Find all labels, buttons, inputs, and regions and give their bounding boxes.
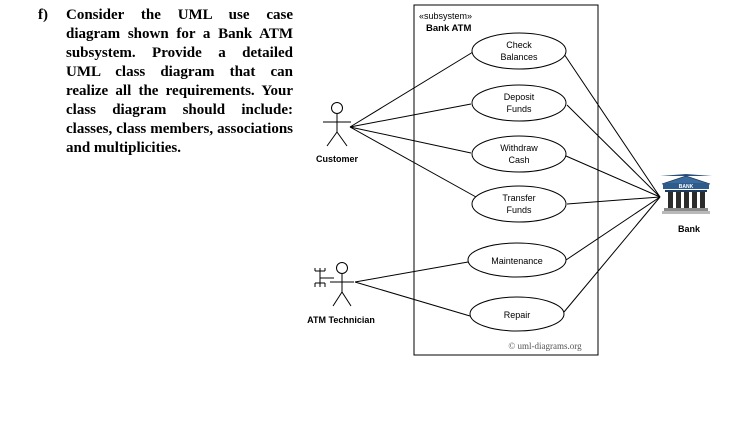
use-case-check-balances: Check Balances	[471, 32, 567, 70]
assoc-customer-transfer	[349, 126, 477, 198]
use-case-label: Repair	[504, 310, 531, 320]
watermark: © uml-diagrams.org	[508, 341, 582, 351]
use-case-transfer-funds: Transfer Funds	[471, 185, 567, 223]
use-case-deposit-funds: Deposit Funds	[471, 84, 567, 122]
assoc-bank-transfer	[566, 196, 661, 205]
associations	[349, 51, 661, 317]
assoc-bank-withdraw	[565, 155, 661, 198]
bank-label: Bank	[678, 224, 701, 234]
assoc-customer-check	[349, 51, 474, 128]
customer-actor-icon	[323, 102, 351, 147]
assoc-bank-repair	[563, 196, 661, 313]
customer-label: Customer	[316, 154, 359, 164]
bank-icon: BANK	[660, 174, 712, 214]
use-case-label-line2: Balances	[500, 52, 538, 62]
use-case-maintenance: Maintenance	[467, 242, 567, 278]
assoc-customer-deposit	[349, 103, 472, 128]
bank-icon-text: BANK	[679, 184, 694, 190]
assoc-bank-deposit	[566, 104, 661, 198]
use-case-label-line2: Funds	[506, 205, 532, 215]
subsystem-name: Bank ATM	[426, 23, 471, 34]
question-label: f)	[38, 7, 48, 23]
use-case-label-line1: Check	[506, 40, 532, 50]
assoc-bank-check	[563, 53, 661, 198]
question-text: Consider the UML use case diagram shown …	[66, 7, 293, 156]
use-case-label-line2: Funds	[506, 104, 532, 114]
use-case-label-line1: Deposit	[504, 92, 535, 102]
use-case-label-line1: Transfer	[502, 193, 535, 203]
use-case-label: Maintenance	[491, 256, 543, 266]
assoc-customer-withdraw	[349, 126, 472, 154]
subsystem-stereotype: «subsystem»	[419, 11, 472, 21]
assoc-technician-maintenance	[354, 261, 469, 283]
technician-label: ATM Technician	[307, 315, 375, 325]
use-case-label-line1: Withdraw	[500, 143, 538, 153]
use-case-withdraw-cash: Withdraw Cash	[471, 135, 567, 173]
technician-actor-icon	[314, 262, 354, 307]
use-case-repair: Repair	[469, 296, 565, 332]
subsystem-boundary	[413, 4, 599, 356]
assoc-bank-maintenance	[565, 196, 661, 261]
assoc-technician-repair	[354, 281, 471, 317]
use-case-label-line2: Cash	[508, 155, 529, 165]
